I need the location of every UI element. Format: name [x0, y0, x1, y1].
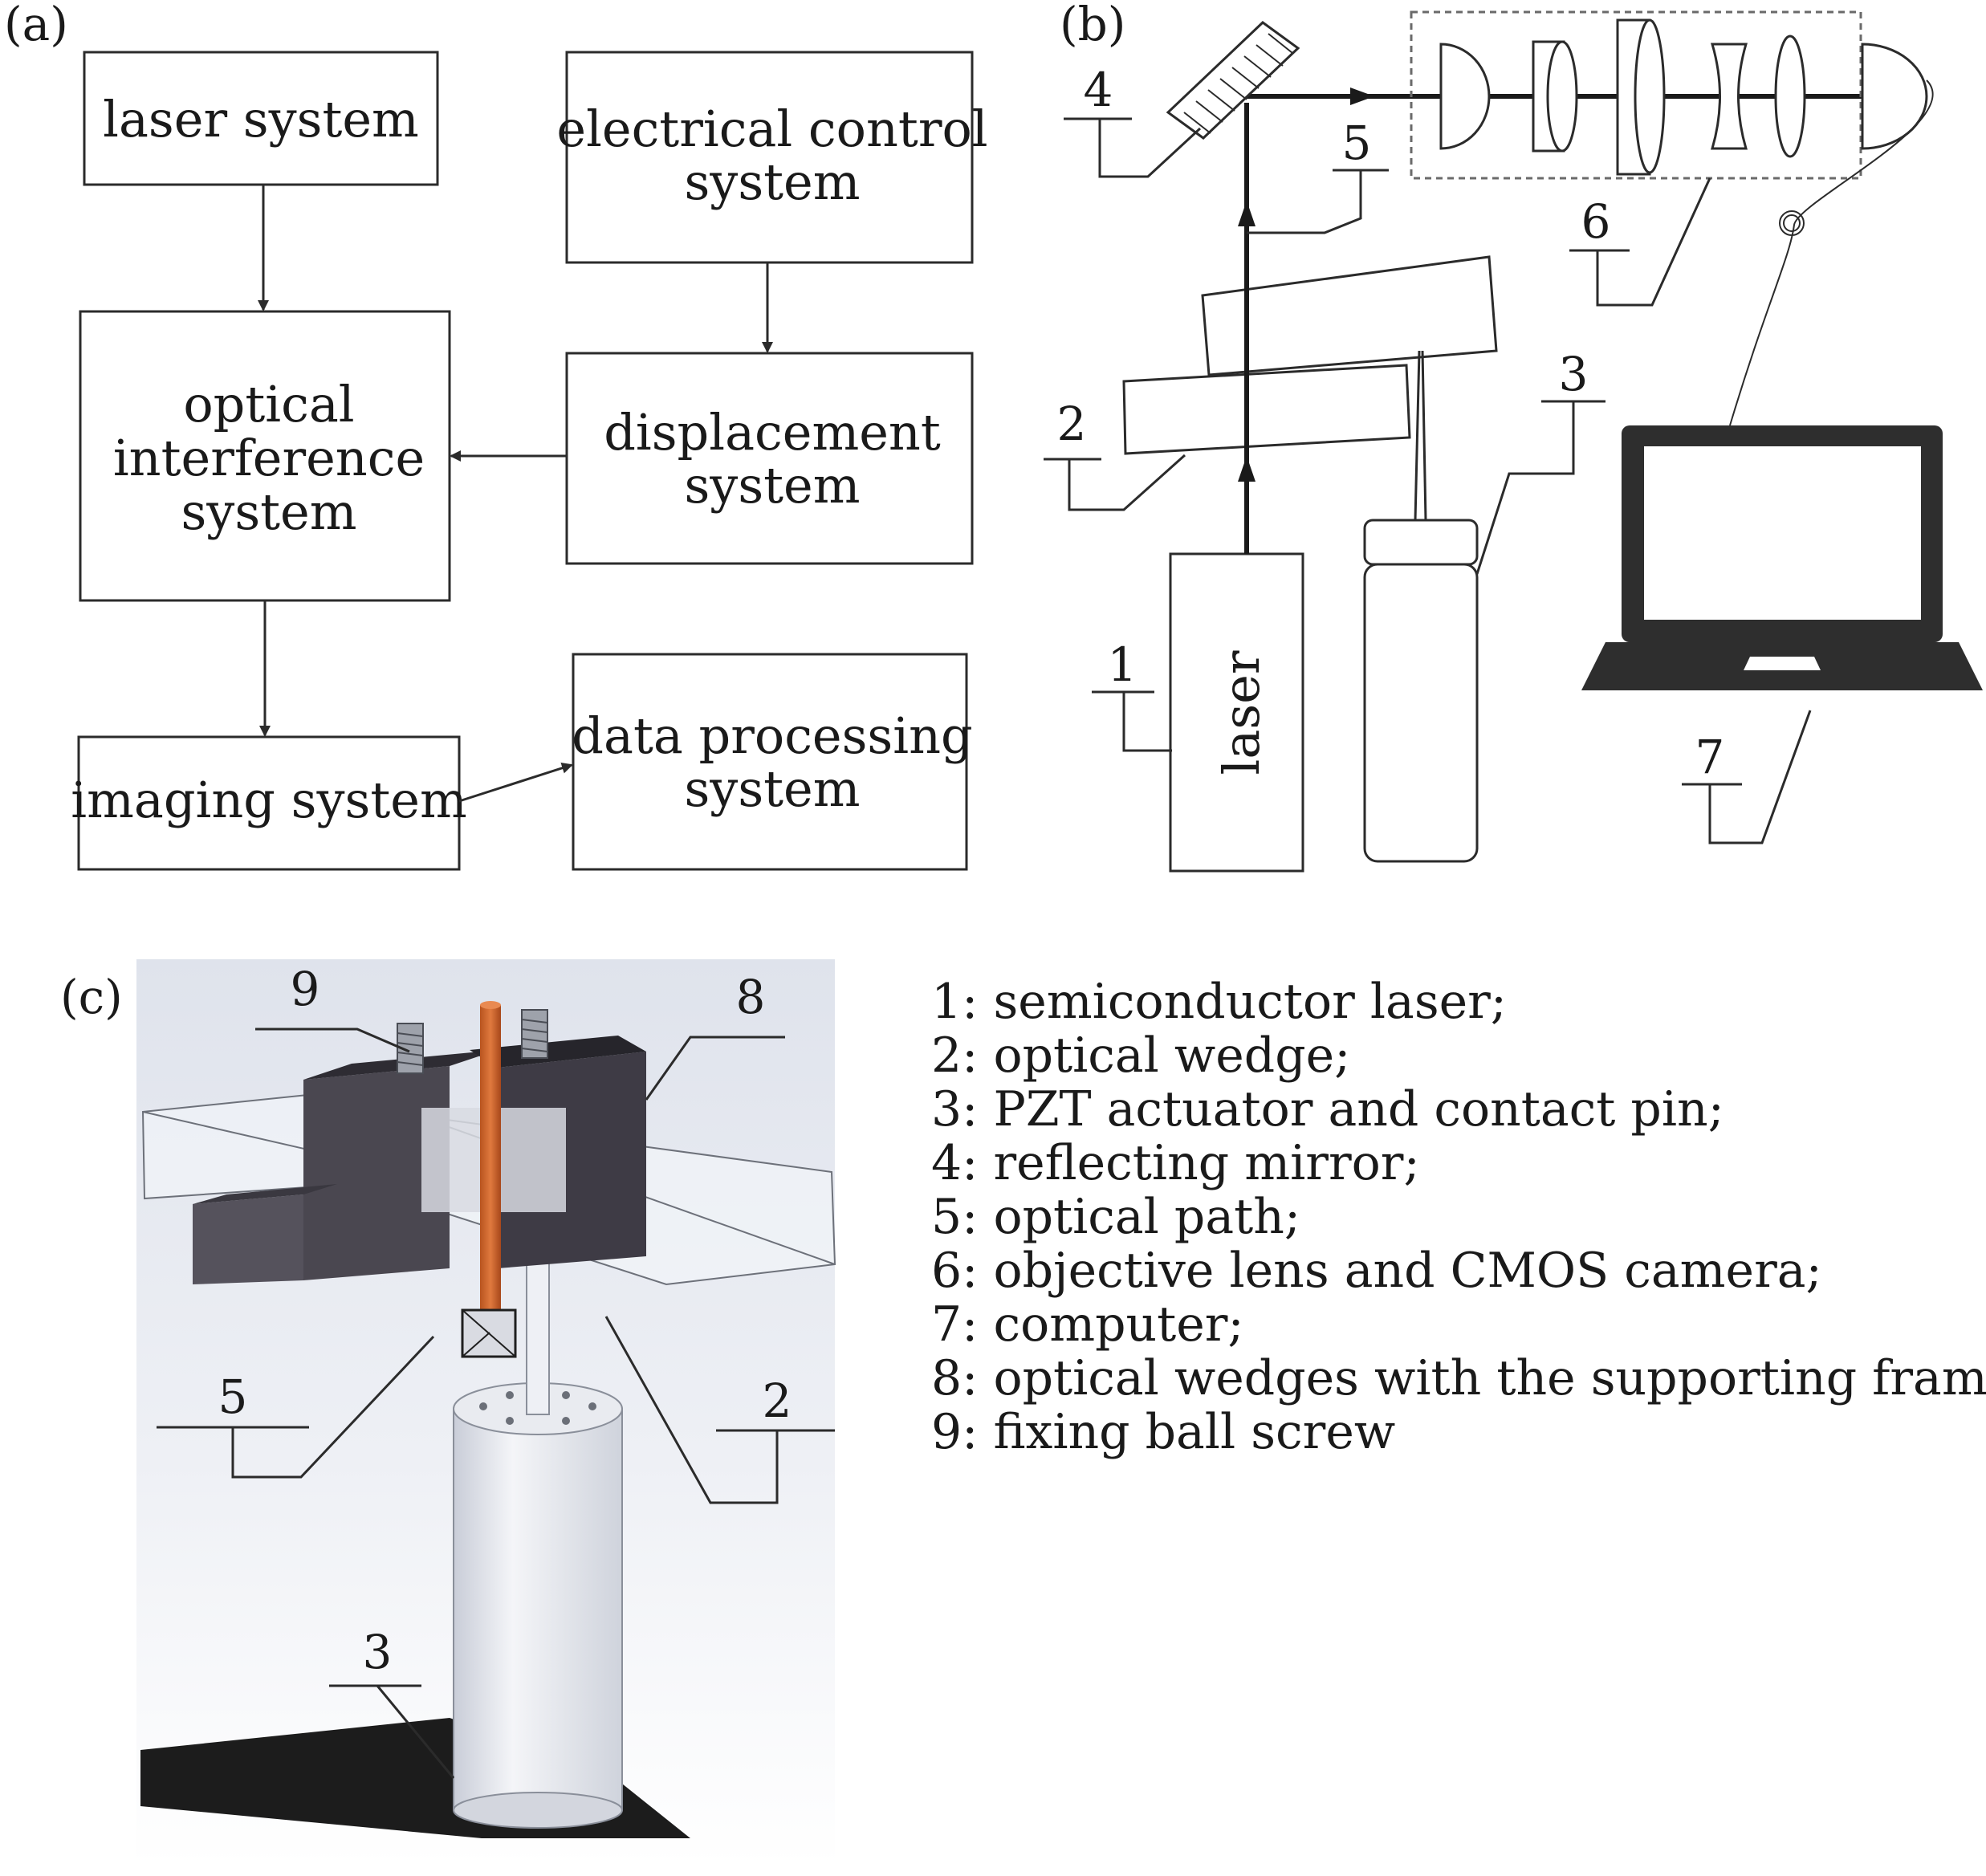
num-b-6: 6: [1581, 194, 1611, 249]
beam-arrow-right: [1350, 87, 1374, 105]
num-b-4: 4: [1084, 63, 1113, 117]
box-laser-system: [83, 51, 439, 186]
box-displacement: [565, 352, 974, 565]
panel-c: (c): [60, 959, 836, 1866]
pzt-cylinder: [453, 1382, 623, 1829]
legend-item-9: 9: fixing ball screw: [931, 1404, 1395, 1460]
leader-c-2b: [604, 1316, 779, 1504]
leader-c-5b: [231, 1335, 435, 1479]
legend-item-5: 5: optical path;: [931, 1189, 1300, 1245]
leader-3: [1475, 400, 1575, 575]
legend-item-2: 2: optical wedge;: [931, 1028, 1350, 1084]
box-optical-interference-line2: interference: [113, 429, 425, 487]
computer: [1581, 425, 1983, 690]
leader-c-9: [255, 1028, 410, 1053]
leader-2: [1044, 454, 1186, 511]
beam-arrow-up-1: [1238, 456, 1255, 482]
num-b-1: 1: [1108, 637, 1137, 692]
laser-label: laser: [1212, 650, 1271, 775]
optical-wedge-lower: [1122, 364, 1411, 455]
panel-a-tag: (a): [4, 0, 68, 51]
box-optical-interference: [79, 310, 451, 602]
legend-item-7: 7: computer;: [931, 1296, 1244, 1353]
num-c-8: 8: [736, 970, 766, 1024]
box-data-processing-line2: system: [684, 759, 860, 818]
legend: 1: semiconductor laser; 2: optical wedge…: [931, 974, 1986, 1460]
num-c-5: 5: [218, 1369, 248, 1424]
legend-item-4: 4: reflecting mirror;: [931, 1135, 1420, 1191]
legend-item-3: 3: PZT actuator and contact pin;: [931, 1081, 1724, 1137]
leader-c-8: [645, 1036, 785, 1101]
num-c-3: 3: [363, 1625, 393, 1679]
legend-item-6: 6: objective lens and CMOS camera;: [931, 1243, 1822, 1299]
box-displacement-line2: system: [684, 456, 860, 515]
reflecting-mirror: [1166, 21, 1300, 140]
box-optical-interference-line3: system: [181, 482, 356, 541]
box-optical-interference-line1: optical: [183, 375, 354, 433]
legend-item-1: 1: semiconductor laser;: [931, 974, 1507, 1030]
num-b-5: 5: [1342, 116, 1372, 170]
arrow-imaging-to-data: [458, 763, 573, 803]
laser-body: [1169, 552, 1304, 873]
box-electrical-control: [565, 51, 974, 264]
beam-arrow-up-2: [1238, 201, 1255, 226]
panel-a: (a) laser system electrical control syst…: [4, 0, 988, 871]
leader-5: [1247, 169, 1362, 234]
leader-4: [1064, 117, 1202, 178]
box-electrical-control-line1: electrical control: [556, 100, 987, 158]
num-b-7: 7: [1695, 730, 1725, 784]
num-b-3: 3: [1559, 347, 1589, 401]
box-imaging-label: imaging system: [71, 771, 467, 829]
optical-wedge-upper: [1201, 255, 1498, 376]
num-c-9: 9: [291, 962, 320, 1016]
num-b-2: 2: [1057, 397, 1087, 451]
box-laser-system-label: laser system: [103, 90, 419, 149]
panel-c-tag: (c): [60, 970, 123, 1024]
panel-b: (b) laser: [1044, 0, 1983, 873]
optical-path-rod: [480, 1005, 501, 1310]
objective-lens-camera: [1410, 10, 1928, 180]
box-data-processing-line1: data processing: [572, 706, 972, 765]
leader-1: [1092, 690, 1172, 752]
cable-coil: [1779, 210, 1805, 236]
legend-item-8: 8: optical wedges with the supporting fr…: [931, 1350, 1986, 1406]
box-electrical-control-line2: system: [684, 153, 860, 211]
num-c-2: 2: [763, 1373, 792, 1428]
leader-c-3b: [376, 1685, 455, 1779]
box-imaging: [77, 735, 461, 871]
panel-b-tag: (b): [1060, 0, 1125, 51]
camera-cable: [1729, 79, 1934, 426]
pzt-actuator: [1363, 350, 1479, 863]
box-data-processing: [572, 653, 968, 871]
box-displacement-line1: displacement: [604, 403, 941, 462]
